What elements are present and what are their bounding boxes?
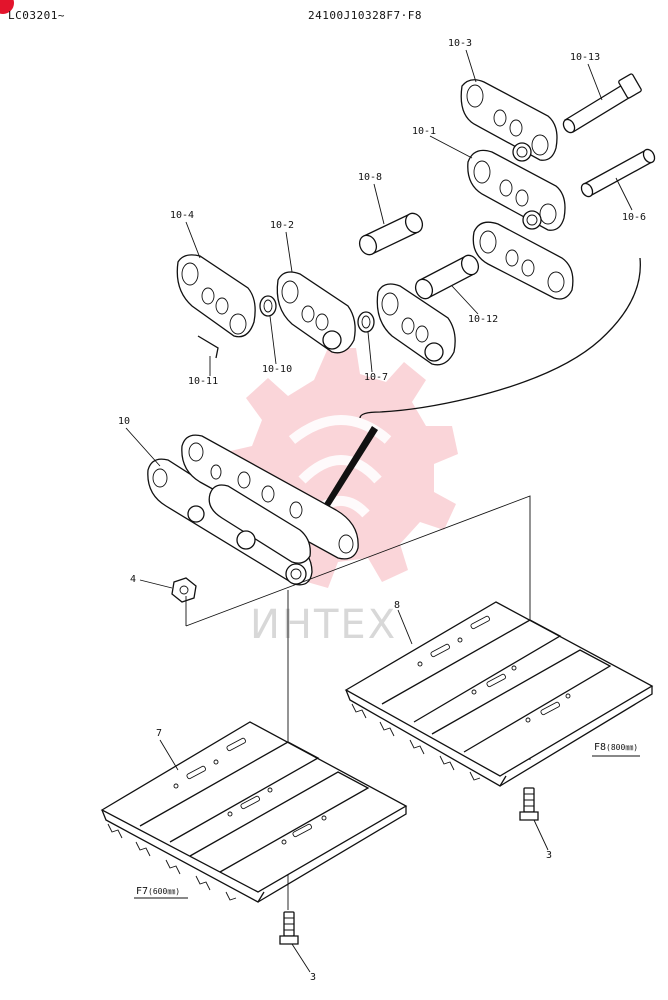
pin-10-11-drawing (197, 335, 219, 359)
assembly-bracket-curve (359, 257, 641, 419)
shoe-f7-code: F7 (136, 886, 149, 897)
shoe-f7-label: F7(600㎜) (136, 886, 180, 898)
link-center-drawing (376, 283, 456, 366)
callout-10-12: 10-12 (468, 314, 499, 325)
seal-10-7-drawing (357, 311, 375, 333)
callout-10-3: 10-3 (448, 38, 473, 49)
drawing-number-label: 24100J10328F7·F8 (308, 9, 422, 22)
callout-leaders (125, 49, 640, 973)
callout-10-2: 10-2 (270, 220, 295, 231)
callout-8: 8 (394, 600, 401, 611)
shoe-f8-code: F8 (594, 742, 607, 753)
link-right-drawing (472, 221, 574, 300)
shoe-f8-width: (800㎜) (606, 743, 639, 752)
watermark-text: ИНТЕХ (250, 602, 398, 648)
nut-4-drawing (171, 577, 197, 603)
track-shoe-8-drawing (344, 601, 654, 787)
callout-10-10: 10-10 (262, 364, 293, 375)
pin-10-6-drawing (580, 148, 656, 198)
chain-assembly-10-drawing (147, 434, 359, 586)
callout-10-11: 10-11 (188, 376, 219, 387)
bushing-10-8-drawing (358, 212, 424, 256)
track-shoe-7-drawing (100, 721, 408, 903)
seal-10-10-drawing (259, 295, 277, 317)
link-10-2-drawing (276, 271, 356, 354)
corner-marker-icon (0, 0, 14, 14)
bolt-3-left-drawing (279, 911, 299, 945)
link-10-1-drawing (467, 149, 566, 231)
pin-10-13-drawing (562, 73, 642, 134)
callout-4: 4 (130, 574, 137, 585)
shoe-f8-label: F8(800㎜) (594, 742, 638, 754)
link-10-3-drawing (460, 79, 558, 162)
callout-10-13: 10-13 (570, 52, 601, 63)
shoe-f7-width: (600㎜) (148, 887, 181, 896)
bushing-10-12-drawing (414, 254, 480, 300)
callout-10-4: 10-4 (170, 210, 195, 221)
callout-10-8: 10-8 (358, 172, 383, 183)
bolt-3-right-drawing (519, 787, 539, 821)
callout-10-1: 10-1 (412, 126, 437, 137)
callout-3-right: 3 (546, 850, 553, 861)
callout-7: 7 (156, 728, 163, 739)
callout-10-6: 10-6 (622, 212, 647, 223)
callout-10-7: 10-7 (364, 372, 389, 383)
link-10-4-drawing (176, 254, 256, 338)
assembly-arrow (324, 426, 378, 506)
serial-range-label: LC03201~ (8, 9, 65, 22)
callout-10: 10 (118, 416, 131, 427)
callout-3-left: 3 (310, 972, 317, 983)
